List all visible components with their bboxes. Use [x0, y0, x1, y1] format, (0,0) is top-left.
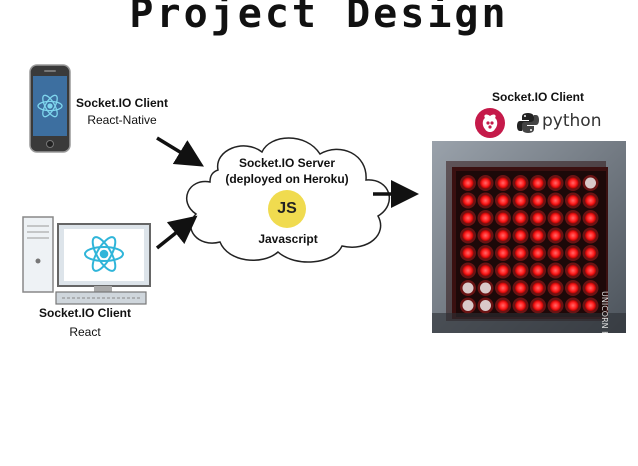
desktop-client-name: Socket.IO Client [38, 306, 132, 320]
led-pixel [462, 247, 474, 259]
led-pixel [550, 247, 561, 259]
led-pixel [550, 265, 561, 276]
led-pixel [480, 247, 491, 259]
led-pixel [532, 282, 544, 294]
led-pixel [567, 212, 579, 224]
server-deploy: (deployed on Heroku) [225, 172, 349, 186]
led-pixel [550, 300, 561, 311]
led-pixel [462, 177, 474, 189]
led-pixel [497, 195, 509, 206]
led-pixel [585, 195, 596, 206]
mobile-client-name: Socket.IO Client [75, 96, 169, 110]
led-pixel [567, 300, 579, 311]
led-pixel [497, 177, 509, 189]
led-pixel [567, 177, 579, 189]
led-pixel [585, 230, 596, 241]
led-pixel [585, 265, 596, 276]
js-logo-icon: JS [268, 190, 306, 228]
server-name: Socket.IO Server [238, 156, 336, 170]
led-matrix-photo: UNICORN HAT [432, 141, 626, 333]
led-pixel [567, 265, 579, 276]
led-pixel [585, 300, 596, 311]
led-pixel [515, 265, 526, 276]
led-pixel [462, 282, 474, 294]
desktop-client-tech: React [69, 325, 101, 339]
led-pixel [462, 265, 474, 276]
react-logo-icon [84, 236, 124, 272]
desktop-computer-icon [22, 216, 151, 305]
led-pixel [585, 247, 596, 259]
led-pixel [480, 177, 491, 189]
raspberry-pi-logo-icon [475, 108, 505, 138]
page-title: Project Design [129, 0, 509, 37]
led-pixel [462, 195, 474, 206]
led-pixel [462, 300, 474, 311]
led-pixel [567, 195, 579, 206]
led-pixel [532, 265, 544, 276]
server-language: Javascript [258, 232, 318, 246]
led-pixel [567, 247, 579, 259]
python-label: python [542, 111, 602, 131]
led-pixel [480, 265, 491, 276]
led-pixel [532, 300, 544, 311]
led-pixel [480, 300, 491, 311]
led-pixel [497, 265, 509, 276]
led-pixel [515, 282, 526, 294]
hardware-client-name: Socket.IO Client [491, 90, 585, 104]
led-pixel [497, 212, 509, 224]
led-pixel [497, 300, 509, 311]
led-pixel [567, 230, 579, 241]
led-pixel [497, 282, 509, 294]
led-matrix-illustration: UNICORN HAT [432, 141, 626, 333]
led-pixel [515, 230, 526, 241]
mobile-client-tech: React-Native [87, 113, 157, 127]
led-pixel [532, 212, 544, 224]
led-pixel [550, 230, 561, 241]
led-pixel [480, 212, 491, 224]
led-pixel [585, 282, 596, 294]
python-logo-icon [517, 113, 539, 133]
react-logo-icon [37, 94, 63, 118]
led-pixel [462, 212, 474, 224]
led-pixel [515, 247, 526, 259]
led-pixel [515, 212, 526, 224]
led-pixel [550, 195, 561, 206]
led-pixel [515, 300, 526, 311]
led-pixel [550, 177, 561, 189]
led-pixel [515, 177, 526, 189]
led-pixel [497, 247, 509, 259]
led-pixel [480, 230, 491, 241]
mobile-to-server-arrow [156, 136, 204, 167]
led-pixel [532, 247, 544, 259]
led-pixel [515, 195, 526, 206]
led-pixel [550, 282, 561, 294]
desktop-to-server-arrow [155, 215, 198, 250]
led-pixel [585, 177, 596, 189]
led-pixel [550, 212, 561, 224]
led-pixel [532, 195, 544, 206]
phone-icon [29, 64, 71, 153]
led-pixel [532, 177, 544, 189]
led-pixel [497, 230, 509, 241]
led-pixel [532, 230, 544, 241]
board-label: UNICORN HAT [600, 291, 609, 333]
led-pixel [462, 230, 474, 241]
led-pixel [480, 282, 491, 294]
led-pixel [480, 195, 491, 206]
led-pixel [585, 212, 596, 224]
led-pixel [567, 282, 579, 294]
